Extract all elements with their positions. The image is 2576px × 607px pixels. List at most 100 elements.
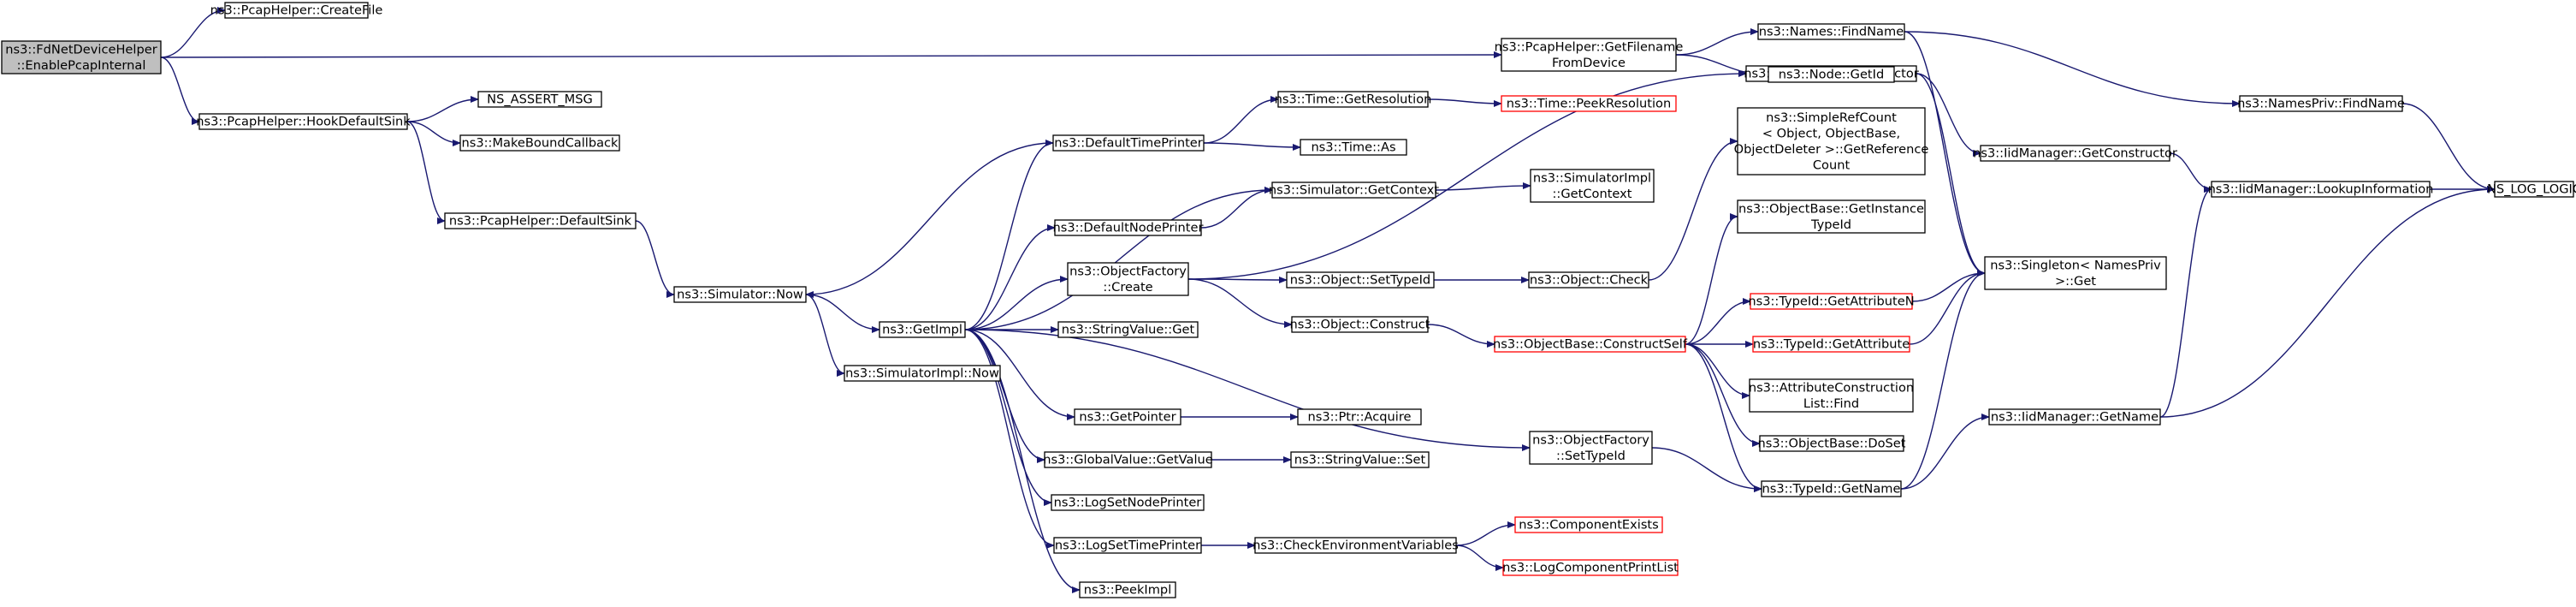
node-label: ns3::DefaultTimePrinter <box>1054 136 1203 151</box>
node-label: ns3::IidManager::GetConstructor <box>1973 146 2177 161</box>
node-deftimeprinter[interactable]: ns3::DefaultTimePrinter <box>1052 134 1205 152</box>
node-logsetnode[interactable]: ns3::LogSetNodePrinter <box>1051 494 1205 511</box>
node-label: NS_LOG_LOGIC <box>2487 182 2576 197</box>
node-label: ns3::PcapHelper::DefaultSink <box>449 214 632 229</box>
edge-getimpl-to-objfactsettypeid <box>964 329 1531 451</box>
node-label: ns3::NamesPriv::FindName <box>2237 97 2405 111</box>
node-simnow[interactable]: ns3::Simulator::Now <box>673 286 807 303</box>
node-ptracquire[interactable]: ns3::Ptr::Acquire <box>1297 408 1422 425</box>
node-label: ns3::Time::PeekResolution <box>1507 97 1671 111</box>
edge-objcheck-to-simplerefcount <box>1648 138 1738 281</box>
node-objcheck[interactable]: ns3::Object::Check <box>1528 271 1649 289</box>
node-defnodeprinter[interactable]: ns3::DefaultNodePrinter <box>1053 219 1204 236</box>
node-box <box>1502 559 1679 576</box>
node-box <box>1290 451 1430 468</box>
node-getpointer[interactable]: ns3::GetPointer <box>1074 408 1181 425</box>
node-box <box>1501 38 1677 72</box>
node-assert[interactable]: NS_ASSERT_MSG <box>477 91 602 108</box>
node-label: ns3::LogSetTimePrinter <box>1055 539 1200 553</box>
node-objconstruct[interactable]: ns3::Object::Construct <box>1289 316 1430 333</box>
edge-checkenv-to-logcompprint <box>1455 545 1504 571</box>
node-iidgetctor[interactable]: ns3::IidManager::GetConstructor <box>1973 145 2177 162</box>
node-objbasedoset[interactable]: ns3::ObjectBase::DoSet <box>1757 435 1906 452</box>
node-label: ns3::PeekImpl <box>1084 583 1172 598</box>
edge-typeidgetattrn-to-singletonget <box>1911 270 1986 302</box>
edge-typeidgetname-to-singletonget <box>1900 270 1986 490</box>
node-box <box>1277 91 1429 108</box>
edge-objbaseconstructself-to-objbasedoset <box>1685 343 1761 447</box>
node-logsettime[interactable]: ns3::LogSetTimePrinter <box>1053 537 1202 554</box>
node-makebound[interactable]: ns3::MakeBoundCallback <box>459 134 620 152</box>
node-iidgetname[interactable]: ns3::IidManager::GetName <box>1988 408 2161 425</box>
edge-typeidgetattr-to-singletonget <box>1909 270 1986 345</box>
edge-getimpl-to-getpointer <box>964 329 1075 420</box>
node-defaultsink[interactable]: ns3::PcapHelper::DefaultSink <box>444 212 637 229</box>
node-box <box>1768 66 1895 83</box>
node-typeidgetname[interactable]: ns3::TypeId::GetName <box>1761 480 1902 497</box>
node-box <box>1761 480 1902 497</box>
node-typeidgetattrn[interactable]: ns3::TypeId::GetAttributeN <box>1748 293 1915 310</box>
node-iidlookup[interactable]: ns3::IidManager::LookupInformation <box>2208 181 2434 198</box>
node-label: FromDevice <box>1552 56 1626 70</box>
node-label: ns3::TypeId::GetAttributeN <box>1748 295 1914 309</box>
node-objbaseconstructself[interactable]: ns3::ObjectBase::ConstructSelf <box>1493 336 1688 353</box>
node-label: ns3::SimpleRefCount <box>1766 110 1897 125</box>
node-label: ns3::ObjectBase::DoSet <box>1757 437 1905 451</box>
node-checkenv[interactable]: ns3::CheckEnvironmentVariables <box>1252 537 1459 554</box>
edge-typeidgetname-to-iidgetname <box>1900 414 1990 490</box>
node-nslog[interactable]: NS_LOG_LOGIC <box>2487 181 2576 198</box>
node-label: ns3::LogComponentPrintList <box>1502 561 1679 575</box>
node-root[interactable]: ns3::FdNetDeviceHelper::EnablePcapIntern… <box>1 40 162 74</box>
edge-root-to-pcapgetfilename <box>160 51 1502 59</box>
node-typeidgetattr[interactable]: ns3::TypeId::GetAttribute <box>1752 336 1910 353</box>
node-label: ns3::GetPointer <box>1079 410 1175 425</box>
node-strvalset[interactable]: ns3::StringValue::Set <box>1290 451 1430 468</box>
node-compexists[interactable]: ns3::ComponentExists <box>1514 516 1663 533</box>
node-label: ns3::Time::GetResolution <box>1275 92 1432 107</box>
node-label: ObjectDeleter >::GetReference <box>1734 142 1929 157</box>
node-simplerefcount[interactable]: ns3::SimpleRefCount< Object, ObjectBase,… <box>1734 107 1929 176</box>
node-getimpl[interactable]: ns3::GetImpl <box>879 321 966 338</box>
node-createfile[interactable]: ns3::PcapHelper::CreateFile <box>210 2 383 19</box>
node-label: ::EnablePcapInternal <box>17 58 146 73</box>
node-objfactcreate[interactable]: ns3::ObjectFactory::Create <box>1067 262 1189 296</box>
edge-simgetctx-to-simimplgetctx <box>1435 182 1531 191</box>
node-label: ::GetContext <box>1552 187 1631 201</box>
node-timepeekres[interactable]: ns3::Time::PeekResolution <box>1501 95 1677 112</box>
node-box <box>1737 107 1926 176</box>
node-singletonget[interactable]: ns3::Singleton< NamesPriv>::Get <box>1984 256 2167 290</box>
node-box <box>1749 378 1914 413</box>
node-globalvalue[interactable]: ns3::GlobalValue::GetValue <box>1043 451 1213 468</box>
node-namesfindname[interactable]: ns3::Names::FindName <box>1757 23 1905 40</box>
node-simimplgetctx[interactable]: ns3::SimulatorImpl::GetContext <box>1530 169 1655 203</box>
node-strvalget[interactable]: ns3::StringValue::Get <box>1057 321 1199 338</box>
edges-layer <box>160 7 2496 593</box>
node-label: ns3::ObjectBase::GetInstance <box>1738 201 1924 216</box>
node-logcompprint[interactable]: ns3::LogComponentPrintList <box>1502 559 1679 576</box>
node-simimplnow[interactable]: ns3::SimulatorImpl::Now <box>844 365 1001 382</box>
node-box <box>1752 336 1910 353</box>
node-label: ns3::ObjectFactory <box>1532 432 1649 447</box>
edge-getimpl-to-simgetctx <box>964 187 1273 330</box>
node-simgetctx[interactable]: ns3::Simulator::GetContext <box>1269 182 1439 199</box>
node-box <box>444 212 637 229</box>
node-objfactsettypeid[interactable]: ns3::ObjectFactory::SetTypeId <box>1529 431 1653 465</box>
node-hookdefaultsink[interactable]: ns3::PcapHelper::HookDefaultSink <box>196 113 411 130</box>
node-timegetres[interactable]: ns3::Time::GetResolution <box>1275 91 1432 108</box>
node-peekimpl[interactable]: ns3::PeekImpl <box>1079 581 1176 598</box>
edge-deftimeprinter-to-timegetres <box>1203 96 1279 144</box>
node-namesprivfind[interactable]: ns3::NamesPriv::FindName <box>2237 95 2405 112</box>
edge-simnow-to-simimplnow <box>805 294 845 377</box>
node-label: ns3::PcapHelper::CreateFile <box>210 3 383 18</box>
node-box <box>1300 139 1407 156</box>
node-box <box>1750 293 1913 310</box>
node-box <box>1514 516 1663 533</box>
edge-objconstruct-to-objbaseconstructself <box>1427 324 1495 348</box>
node-label: < Object, ObjectBase, <box>1762 126 1900 140</box>
node-timeas[interactable]: ns3::Time::As <box>1300 139 1407 156</box>
node-objsettypeid[interactable]: ns3::Object::SetTypeId <box>1286 271 1435 289</box>
node-nodegetid[interactable]: ns3::Node::GetId <box>1768 66 1895 83</box>
